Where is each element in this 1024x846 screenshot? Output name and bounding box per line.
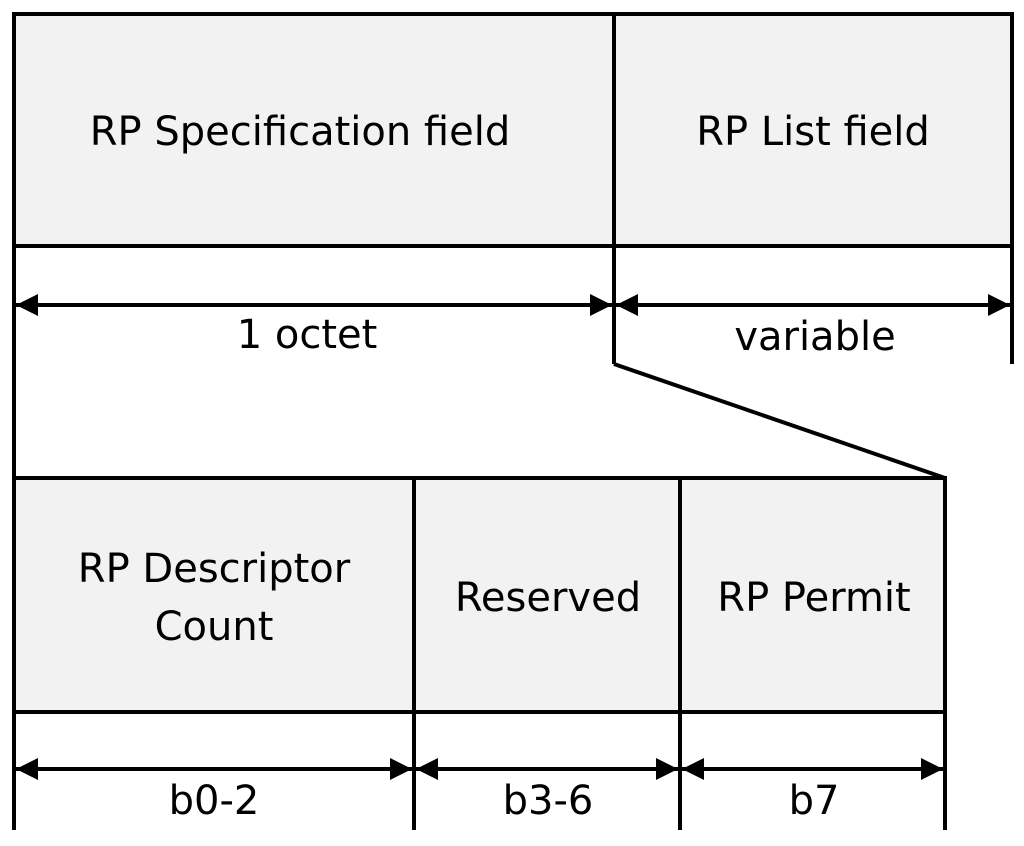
expansion-connector-line [613, 362, 946, 480]
rp-permit-box [678, 476, 947, 714]
rp-list-field-box [612, 12, 1014, 248]
rp-descriptor-count-label-line2: Count [155, 604, 274, 650]
b3-6-label: b3-6 [503, 778, 594, 824]
b7-label: b7 [789, 778, 840, 824]
variable-label: variable [734, 314, 895, 360]
rp-descriptor-count-label-line1: RP Descriptor [78, 546, 351, 592]
rp-specification-field-label: RP Specification field [90, 109, 510, 155]
reserved-box [412, 476, 682, 714]
one-octet-label: 1 octet [237, 312, 378, 358]
b0-2-label: b0-2 [169, 778, 260, 824]
rp-list-field-label: RP List field [696, 109, 930, 155]
reserved-label: Reserved [455, 575, 641, 621]
rp-permit-label: RP Permit [717, 575, 910, 621]
rp-descriptor-count-box [12, 476, 416, 714]
rp-specification-field-box [12, 12, 616, 248]
